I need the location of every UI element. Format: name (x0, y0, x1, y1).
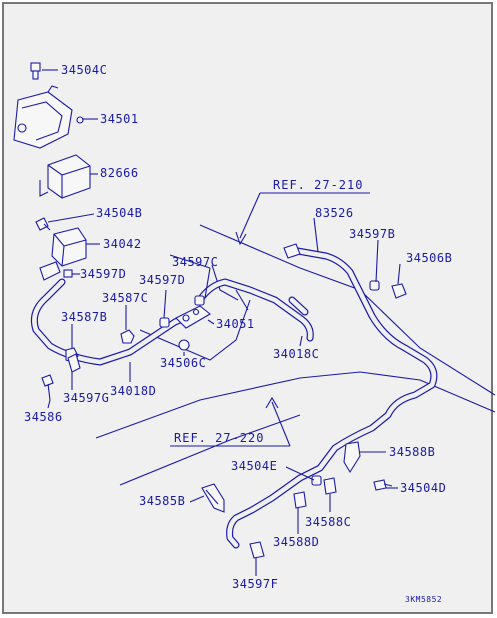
part-label-34504e: 34504E (231, 459, 277, 473)
plug-34506b-shape (391, 283, 407, 299)
clip-34597d-mid-shape (159, 317, 170, 328)
ref-label-27-210: REF. 27-210 (273, 178, 363, 192)
part-label-34504c: 34504C (61, 63, 107, 77)
part-label-34504b: 34504B (96, 206, 142, 220)
relay-82666-shape (39, 154, 91, 199)
part-label-34587c: 34587C (102, 291, 148, 305)
part-label-34587b: 34587B (61, 310, 107, 324)
drawing-code: 3KM5852 (405, 595, 442, 604)
part-label-34018d: 34018D (110, 384, 156, 398)
part-label-34506c: 34506C (160, 356, 206, 370)
part-label-34585b: 34585B (139, 494, 185, 508)
part-label-83526: 83526 (315, 206, 354, 220)
part-label-34597c: 34597C (172, 255, 218, 269)
clip-34597d-left-shape (63, 269, 73, 278)
hose-34018d (30, 278, 199, 366)
clamp-34588d-shape (293, 491, 307, 509)
clamp-34588b-shape (343, 441, 361, 474)
ref-label-27-220: REF. 27-220 (174, 431, 264, 445)
clip-34597b-shape (369, 280, 380, 291)
part-label-34042: 34042 (103, 237, 142, 251)
part-label-34588d: 34588D (273, 535, 319, 549)
bolt-34586-shape (41, 374, 54, 401)
clip-34597g-shape (67, 353, 81, 373)
clamp-34588c-shape (323, 477, 337, 495)
fitting-34504e-shape (311, 475, 322, 486)
part-label-82666: 82666 (100, 166, 139, 180)
grommet-34587c-shape (120, 329, 135, 344)
part-label-34597b: 34597B (349, 227, 395, 241)
part-label-34597d-left: 34597D (80, 267, 126, 281)
part-label-34506b: 34506B (406, 251, 452, 265)
part-label-34588c: 34588C (305, 515, 351, 529)
part-label-34586: 34586 (24, 410, 63, 424)
part-label-34597g: 34597G (63, 391, 109, 405)
hose-34018c (196, 278, 314, 342)
bolt-34504c-shape (30, 62, 41, 80)
clamp-34585b-shape (201, 483, 225, 513)
part-label-34504d: 34504D (400, 481, 446, 495)
plug-34506c-shape (178, 339, 190, 351)
part-label-34501: 34501 (100, 112, 139, 126)
hose-83526-fitting-shape (283, 243, 301, 259)
part-label-34597d-mid: 34597D (139, 273, 185, 287)
part-label-34051: 34051 (216, 317, 255, 331)
bracket-34501-shape (13, 85, 84, 149)
clip-34597c-shape (194, 295, 205, 306)
leader-lines (42, 69, 401, 576)
hose-83526 (226, 246, 438, 549)
part-label-34588b: 34588B (389, 445, 435, 459)
part-labels: 34504C 34501 82666 34504B 34042 34597D 3… (24, 63, 452, 591)
bolt-34504d-shape (373, 479, 393, 491)
part-label-34018c: 34018C (273, 347, 319, 361)
valve-34051-shape (175, 305, 211, 329)
clip-34597f-shape (249, 541, 265, 559)
part-label-34597f: 34597F (232, 577, 278, 591)
bolt-34504b-shape (35, 217, 51, 231)
actuator-34042-shape (39, 227, 87, 281)
